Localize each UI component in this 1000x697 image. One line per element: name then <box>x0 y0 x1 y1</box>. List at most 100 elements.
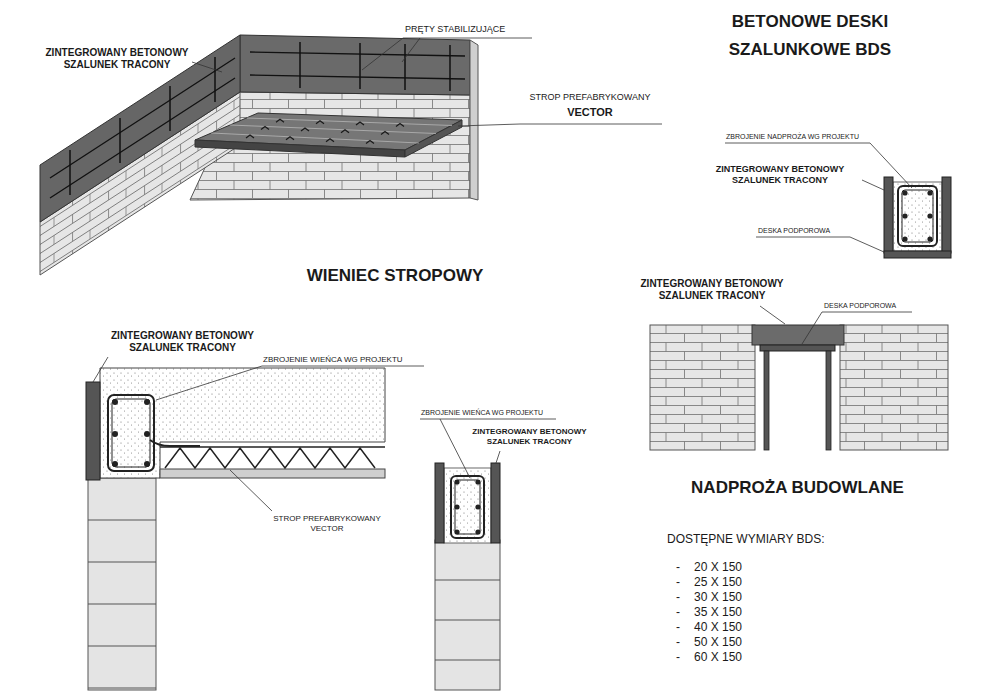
stabilizing-rods <box>50 58 235 198</box>
leader-line <box>362 38 532 70</box>
callout-label: ZINTEGROWANY BETONOWY SZALUNEK TRACONY <box>100 330 265 354</box>
callout-label: ZINTEGROWANY BETONOWY SZALUNEK TRACONY <box>37 47 197 71</box>
rebar-bars <box>454 479 480 534</box>
callout-label: ZINTEGROWANY BETONOWY SZALUNEK TRACONY <box>462 427 597 446</box>
list-bullet: - <box>676 650 688 664</box>
rebar-bar <box>475 529 480 534</box>
stabilizing-rods <box>250 52 465 79</box>
opening-elevation <box>650 325 948 450</box>
leader-lines <box>93 38 912 511</box>
stabilizing-rods <box>70 57 215 195</box>
callout-label: ZBROJENIE WIEŃCA WG PROJEKTU <box>263 355 428 365</box>
leader-line <box>756 237 884 252</box>
callout-label: STROP PREFABRYKOWANY VECTOR <box>268 514 386 533</box>
prop <box>764 351 769 450</box>
callout-label: ZBROJENIE WIEŃCA WG PROJEKTU <box>421 409 566 417</box>
list-bullet: - <box>676 575 688 589</box>
callout-label: STROP PREFABRYKOWANY <box>515 92 665 103</box>
stabilizing-rods <box>300 42 450 91</box>
formwork-board <box>491 463 500 543</box>
anchor-bar <box>150 440 200 446</box>
lintel-formwork <box>752 325 844 345</box>
list-bullet: - <box>676 605 688 619</box>
callout-label: DESKA PODPOROWA <box>824 302 919 310</box>
rebar-bar <box>902 236 907 241</box>
truss-zigzag <box>165 448 375 468</box>
callout-label: ZINTEGROWANY BETONOWY SZALUNEK TRACONY <box>632 278 792 302</box>
rebar-bar <box>902 213 907 218</box>
dimension-value: 35 X 150 <box>694 605 794 619</box>
rebar-stirrup <box>112 399 150 467</box>
formwork-board <box>884 177 893 253</box>
wall-blocks <box>88 478 156 690</box>
rebar-stirrup <box>902 190 933 242</box>
rebar-stirrup <box>455 480 480 534</box>
lintel-section <box>884 177 951 258</box>
prefab-slab-edge <box>405 120 462 157</box>
dimension-value: 25 X 150 <box>694 575 794 589</box>
dimension-value: 50 X 150 <box>694 635 794 649</box>
callout-label: DESKA PODPOROWA <box>758 227 853 235</box>
rebar-bar <box>475 504 480 509</box>
wall-section <box>435 463 500 690</box>
leader-line <box>93 357 108 382</box>
section-heading: NADPROŻA BUDOWLANE <box>655 478 940 498</box>
formwork-board <box>86 382 100 480</box>
slab-lines <box>211 118 452 143</box>
rebar-bar <box>927 190 932 195</box>
list-bullet: - <box>676 560 688 574</box>
dimension-value: 30 X 150 <box>694 590 794 604</box>
list-bullet: - <box>676 620 688 634</box>
rebar-bar <box>927 213 932 218</box>
rebar-bar <box>112 399 118 405</box>
isometric-view <box>40 35 478 275</box>
rebar-bar <box>144 399 150 405</box>
support-board <box>760 345 835 351</box>
rebar-bars <box>112 399 150 467</box>
leader-line <box>802 312 912 344</box>
formwork-board <box>942 177 951 253</box>
leader-line <box>862 180 884 190</box>
rebar-cage <box>898 186 937 246</box>
rebar-bars <box>902 190 932 241</box>
callout-label: ZBROJENIE NADPROŻA WG PROJEKTU <box>726 133 876 141</box>
concrete-fill <box>444 468 491 543</box>
concrete-fill <box>893 182 942 251</box>
list-heading: DOSTĘPNE WYMIARY BDS: <box>667 532 867 546</box>
leader-line <box>230 470 272 511</box>
slab-bottom-plate <box>160 469 385 478</box>
concrete-fill <box>100 368 385 478</box>
callout-label: PRĘTY STABILIZUJĄCE <box>405 24 540 35</box>
wall-blocks <box>435 540 500 690</box>
support-board <box>884 251 951 258</box>
rebar-cage <box>451 476 484 538</box>
wall-end-face <box>470 40 478 200</box>
brick-wall <box>840 325 948 450</box>
dimension-value: 40 X 150 <box>694 620 794 634</box>
leader-line <box>496 451 500 463</box>
dimension-value: 20 X 150 <box>694 560 794 574</box>
rebar-bar <box>902 190 907 195</box>
leader-line <box>458 124 662 126</box>
block-joints <box>435 580 500 660</box>
list-bullet: - <box>676 590 688 604</box>
formwork-board <box>435 463 444 543</box>
leader-line <box>156 366 424 400</box>
rebar-bar <box>144 431 150 437</box>
ring-beam-section <box>86 368 385 690</box>
section-heading: WIENIEC STROPOWY <box>270 266 520 286</box>
callout-label: VECTOR <box>515 106 665 119</box>
leader-line <box>760 306 785 324</box>
rebar-bar <box>454 529 459 534</box>
rebar-bar <box>112 431 118 437</box>
dimension-value: 60 X 150 <box>694 650 794 664</box>
rebar-bar <box>144 461 150 467</box>
rebar-cage <box>108 395 154 471</box>
rebar-bar <box>454 479 459 484</box>
block-joints <box>88 520 156 688</box>
rebar-bar <box>475 479 480 484</box>
back-formwork-band <box>240 35 470 95</box>
leader-line <box>192 62 222 72</box>
list-bullet: - <box>676 635 688 649</box>
